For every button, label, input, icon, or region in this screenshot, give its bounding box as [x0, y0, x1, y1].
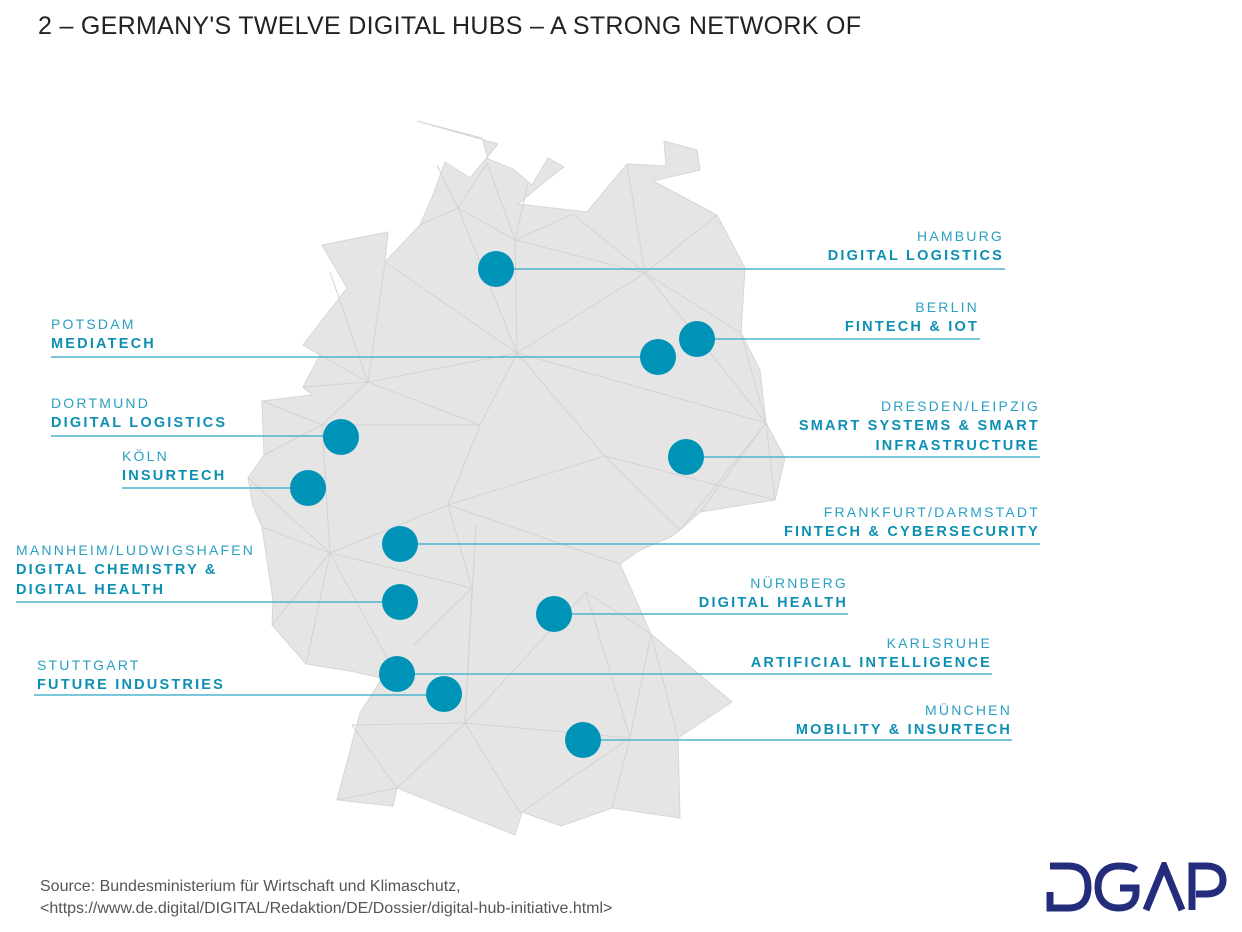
hub-marker-muenchen[interactable]	[565, 722, 601, 758]
hub-topic: INFRASTRUCTURE	[875, 438, 1040, 454]
hub-topic: DIGITAL LOGISTICS	[827, 248, 1004, 264]
hub-label-dresden-leipzig: DRESDEN/LEIPZIG SMART SYSTEMS & SMART IN…	[799, 396, 1040, 456]
map-mesh	[247, 162, 776, 814]
hub-label-hamburg: HAMBURG DIGITAL LOGISTICS	[828, 226, 1004, 266]
source-line-1: Source: Bundesministerium für Wirtschaft…	[40, 878, 461, 895]
hub-label-mannheim-ludwigshafen: MANNHEIM/LUDWIGSHAFEN DIGITAL CHEMISTRY …	[16, 540, 255, 600]
hub-topic: SMART SYSTEMS & SMART	[798, 418, 1040, 434]
hub-marker-nuernberg[interactable]	[536, 596, 572, 632]
hub-topic: MEDIATECH	[51, 336, 156, 352]
hub-city: KÖLN	[122, 448, 169, 464]
hub-marker-berlin[interactable]	[679, 321, 715, 357]
hub-marker-dortmund[interactable]	[323, 419, 359, 455]
hub-marker-dresden-leipzig[interactable]	[668, 439, 704, 475]
figure-title: 2 – GERMANY'S TWELVE DIGITAL HUBS – A ST…	[38, 12, 862, 40]
hub-city: BERLIN	[915, 299, 979, 315]
germany-shape	[247, 120, 786, 836]
hub-topic: DIGITAL LOGISTICS	[51, 415, 228, 431]
hub-topic: FINTECH & IOT	[844, 319, 979, 335]
hub-city: HAMBURG	[917, 228, 1004, 244]
hub-city: DORTMUND	[51, 395, 151, 411]
hub-label-berlin: BERLIN FINTECH & IOT	[845, 297, 979, 337]
hub-label-koeln: KÖLN INSURTECH	[122, 446, 226, 486]
hub-marker-hamburg[interactable]	[478, 251, 514, 287]
hub-topic: DIGITAL HEALTH	[16, 582, 166, 598]
hub-label-stuttgart: STUTTGART FUTURE INDUSTRIES	[37, 655, 225, 695]
hub-label-dortmund: DORTMUND DIGITAL LOGISTICS	[51, 393, 227, 433]
hub-city: FRANKFURT/DARMSTADT	[823, 504, 1040, 520]
hub-topic: DIGITAL HEALTH	[698, 595, 848, 611]
hub-topic: ARTIFICIAL INTELLIGENCE	[750, 655, 992, 671]
hub-markers	[290, 251, 715, 758]
hub-city: MANNHEIM/LUDWIGSHAFEN	[16, 542, 256, 558]
hub-marker-koeln[interactable]	[290, 470, 326, 506]
hub-city: POTSDAM	[51, 316, 136, 332]
dgap-logo: DGAP	[1046, 862, 1227, 912]
hub-label-nuernberg: NÜRNBERG DIGITAL HEALTH	[699, 573, 848, 613]
hub-topic: DIGITAL CHEMISTRY &	[16, 562, 218, 578]
hub-marker-potsdam[interactable]	[640, 339, 676, 375]
hub-topic: INSURTECH	[122, 468, 227, 484]
hub-city: NÜRNBERG	[750, 575, 848, 591]
source-note: Source: Bundesministerium für Wirtschaft…	[40, 876, 612, 920]
source-link[interactable]: <https://www.de.digital/DIGITAL/Redaktio…	[40, 900, 613, 917]
leader-lines	[16, 268, 1040, 741]
hub-marker-frankfurt-darmstadt[interactable]	[382, 526, 418, 562]
hub-city: MÜNCHEN	[925, 702, 1012, 718]
hub-marker-karlsruhe[interactable]	[379, 656, 415, 692]
hub-topic: FUTURE INDUSTRIES	[37, 677, 226, 693]
hub-marker-stuttgart[interactable]	[426, 676, 462, 712]
hub-label-potsdam: POTSDAM MEDIATECH	[51, 314, 156, 354]
hub-label-frankfurt-darmstadt: FRANKFURT/DARMSTADT FINTECH & CYBERSECUR…	[784, 502, 1040, 542]
hub-marker-mannheim-ludwigshafen[interactable]	[382, 584, 418, 620]
hub-city: STUTTGART	[37, 657, 141, 673]
hub-topic: FINTECH & CYBERSECURITY	[783, 524, 1040, 540]
hub-label-muenchen: MÜNCHEN MOBILITY & INSURTECH	[796, 700, 1012, 740]
hub-label-karlsruhe: KARLSRUHE ARTIFICIAL INTELLIGENCE	[751, 633, 992, 673]
hub-city: KARLSRUHE	[886, 635, 992, 651]
hub-city: DRESDEN/LEIPZIG	[880, 398, 1040, 414]
hub-topic: MOBILITY & INSURTECH	[795, 722, 1012, 738]
